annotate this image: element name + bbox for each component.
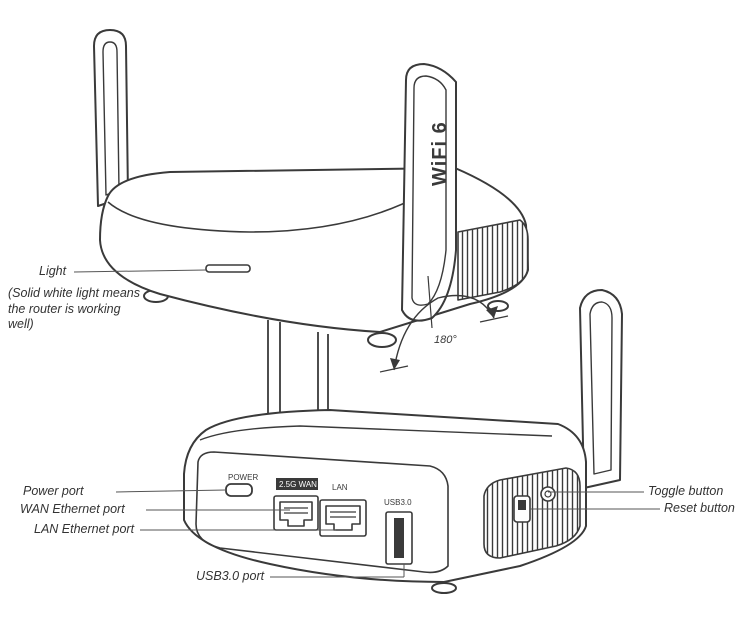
foot bbox=[431, 582, 457, 594]
top-router-vents bbox=[457, 219, 529, 301]
usb-port-callout: USB3.0 port bbox=[196, 569, 265, 583]
wan-port-label: 2.5G WAN bbox=[279, 480, 317, 489]
lan-port-callout: LAN Ethernet port bbox=[34, 522, 135, 536]
light-note: (Solid white light means the router is w… bbox=[8, 286, 141, 331]
wan-port-callout: WAN Ethernet port bbox=[20, 502, 125, 516]
rotation-arc bbox=[393, 294, 495, 371]
top-left-antenna bbox=[93, 29, 129, 207]
usb-port-label: USB3.0 bbox=[384, 498, 412, 507]
bottom-right-antenna bbox=[579, 289, 623, 489]
reset-button-callout: Reset button bbox=[664, 501, 735, 515]
toggle-button-callout: Toggle button bbox=[648, 484, 724, 498]
foot bbox=[367, 332, 397, 348]
lan-port bbox=[319, 499, 367, 537]
light-callout: Light bbox=[39, 264, 67, 278]
wan-port bbox=[273, 495, 319, 531]
light-indicator bbox=[205, 264, 251, 273]
angle-label: 180° bbox=[434, 334, 457, 346]
side-vents bbox=[483, 467, 581, 559]
port-panel bbox=[195, 451, 449, 574]
power-port-callout: Power port bbox=[23, 484, 84, 498]
top-router: WiFi 6 180° bbox=[93, 29, 529, 373]
wan-label-plate bbox=[276, 478, 318, 490]
wifi6-logo: WiFi 6 bbox=[429, 121, 451, 186]
bottom-router: POWER 2.5G WAN LAN USB3.0 bbox=[183, 289, 623, 594]
power-port-label: POWER bbox=[228, 473, 258, 482]
leader-lines bbox=[73, 269, 660, 578]
usb-port bbox=[385, 511, 413, 565]
stand-post bbox=[267, 320, 329, 420]
power-port bbox=[225, 483, 253, 497]
lan-port-label: LAN bbox=[332, 483, 348, 492]
top-right-antenna bbox=[401, 63, 457, 322]
